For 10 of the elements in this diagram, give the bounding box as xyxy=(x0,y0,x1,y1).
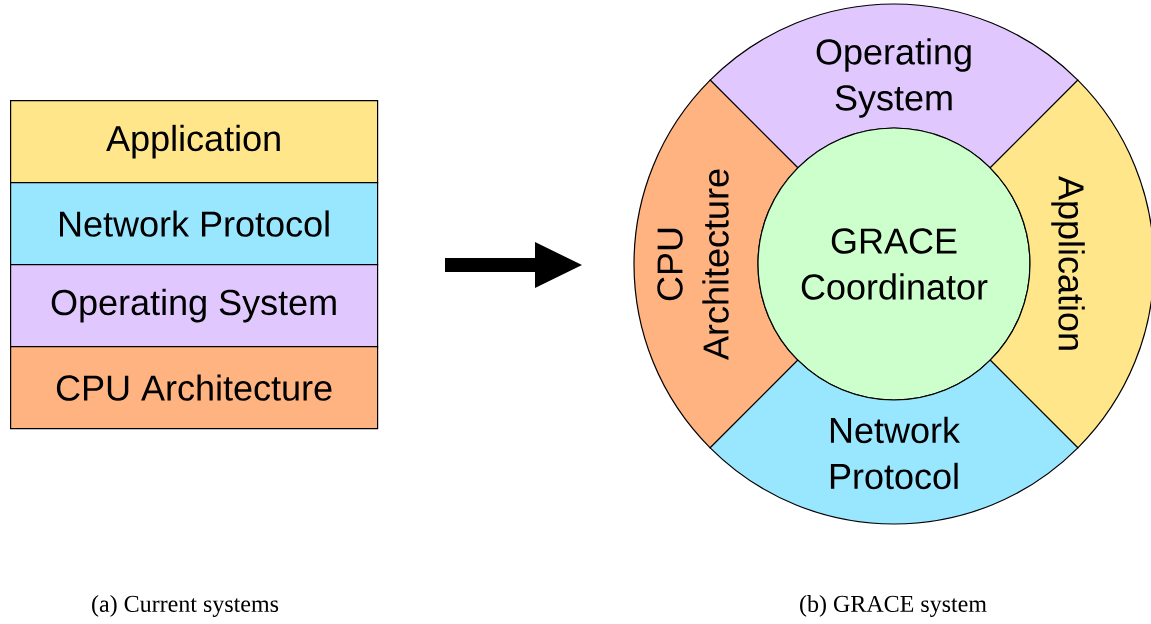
caption: (a) Current systems xyxy=(92,595,279,617)
caption: (b) GRACE system xyxy=(800,595,987,617)
ring-segment: Network Protocol xyxy=(709,359,1079,525)
ring-segment: CPU Architecture xyxy=(633,79,799,449)
layer-box: Application xyxy=(10,100,379,184)
ring-segment: Application xyxy=(989,79,1151,449)
layer-box: CPU Architecture xyxy=(10,346,379,430)
layer-box: Operating System xyxy=(10,264,379,348)
ring-segment: Operating System xyxy=(709,3,1079,169)
layer-box: Network Protocol xyxy=(10,182,379,266)
